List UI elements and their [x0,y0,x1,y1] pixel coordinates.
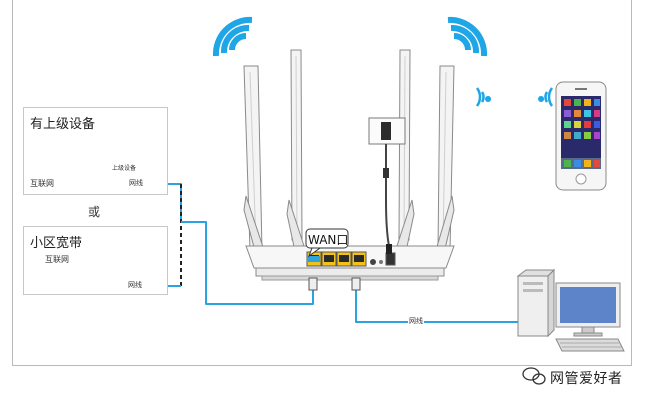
router-antennas [243,49,455,251]
desktop-computer [516,268,625,352]
wifi-right-icon [447,16,488,57]
wan-label-bubble [305,228,349,258]
power-adapter [368,117,406,254]
wechat-icon [522,367,546,385]
community-internet-label: 互联网 [45,255,69,264]
wifi-phone-right-icon [538,87,554,107]
upstream-panel: 有上级设备 上级设备 互联网 [23,107,168,195]
diagram-frame [12,0,632,366]
wifi-phone-left-icon [475,87,492,107]
router-ports [306,251,396,267]
pc-cable [355,290,521,323]
community-panel: 小区宽带 互联网 [23,226,168,295]
community-panel-title: 小区宽带 [30,236,83,251]
pc-cable-label: 网线 [408,316,424,326]
upstream-panel-title: 有上级设备 [30,117,96,132]
wan-cable [181,221,314,305]
wifi-left-icon [212,16,253,57]
watermark-text: 网管爱好者 [550,371,623,387]
wan-port-label: WAN口 [308,233,349,247]
community-cable-label: 网线 [127,280,143,290]
upstream-cable-label: 网线 [128,178,144,188]
smartphone [555,81,607,191]
upstream-internet-label: 互联网 [30,179,54,188]
upstream-device-label: 上级设备 [112,165,137,172]
or-separator: 或 [88,205,101,219]
